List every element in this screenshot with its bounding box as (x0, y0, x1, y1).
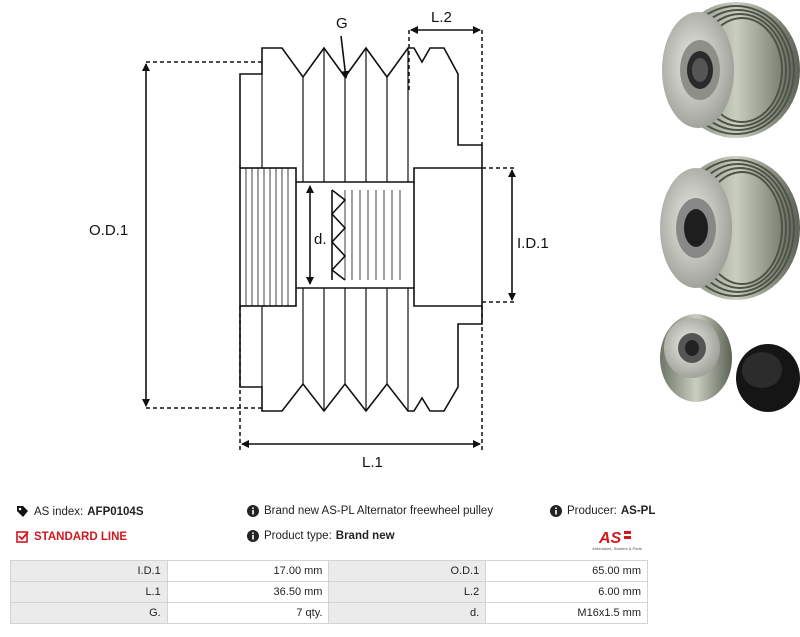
logo-tagline: Alternators, Starters & Parts (592, 546, 642, 551)
product-type-value: Brand new (335, 530, 395, 542)
pulley-lower-outline (239, 306, 483, 413)
label-l1: L.1 (362, 454, 383, 471)
spec-value: 17.00 mm (166, 560, 330, 582)
technical-drawing: G L.2 O.D.1 d. I.D.1 L.1 (89, 9, 549, 471)
splined-hub (239, 167, 297, 307)
product-type-row: Product type: Brand new (247, 530, 395, 542)
checkbox-icon (16, 530, 29, 543)
spec-label: I.D.1 (10, 560, 168, 582)
spec-value: M16x1.5 mm (485, 602, 648, 624)
tag-icon (16, 505, 29, 518)
description-text: Brand new AS-PL Alternator freewheel pul… (264, 505, 494, 517)
label-d: d. (314, 231, 327, 248)
as-index-label: AS index: (34, 505, 84, 518)
as-pl-logo: AS Alternators, Starters & Parts (592, 530, 642, 551)
table-row: G.7 qty.d.M16x1.5 mm (10, 602, 648, 624)
pulley-photo-2 (660, 156, 800, 300)
g-leader-line (340, 35, 350, 79)
spec-label: d. (328, 602, 487, 624)
as-index-value: AFP0104S (87, 505, 144, 518)
info-icon (247, 530, 259, 542)
info-icon (247, 505, 259, 517)
spec-value: 6.00 mm (485, 581, 648, 603)
product-photos (660, 2, 800, 412)
spec-value: 65.00 mm (485, 560, 648, 582)
product-type-label: Product type: (264, 530, 332, 542)
label-l2: L.2 (431, 9, 452, 26)
producer-row: Producer: AS-PL (550, 505, 655, 517)
pulley-upper-outline (239, 46, 483, 168)
bore-outline (296, 167, 483, 307)
thread-profile (330, 189, 347, 281)
standard-line-row: STANDARD LINE (16, 530, 127, 543)
producer-value: AS-PL (620, 505, 656, 517)
info-icon (550, 505, 562, 517)
producer-label: Producer: (567, 505, 617, 517)
label-g: G (336, 15, 348, 32)
spline-lines (245, 168, 289, 306)
as-index-row: AS index: AFP0104S (16, 505, 144, 518)
thread-lines (344, 190, 401, 280)
label-id1: I.D.1 (517, 235, 549, 252)
spec-label: O.D.1 (328, 560, 487, 582)
spec-value: 36.50 mm (166, 581, 330, 603)
logo-text: AS (598, 530, 622, 547)
standard-line-label: STANDARD LINE (34, 530, 128, 543)
spec-label: G. (10, 602, 168, 624)
label-od1: O.D.1 (89, 222, 128, 239)
pulley-photo-3 (660, 314, 800, 412)
spec-label: L.1 (10, 581, 168, 603)
spec-value: 7 qty. (166, 602, 330, 624)
pulley-photo-1 (662, 2, 800, 138)
description-row: Brand new AS-PL Alternator freewheel pul… (247, 505, 493, 517)
groove-lines (261, 48, 409, 411)
spec-label: L.2 (328, 581, 487, 603)
